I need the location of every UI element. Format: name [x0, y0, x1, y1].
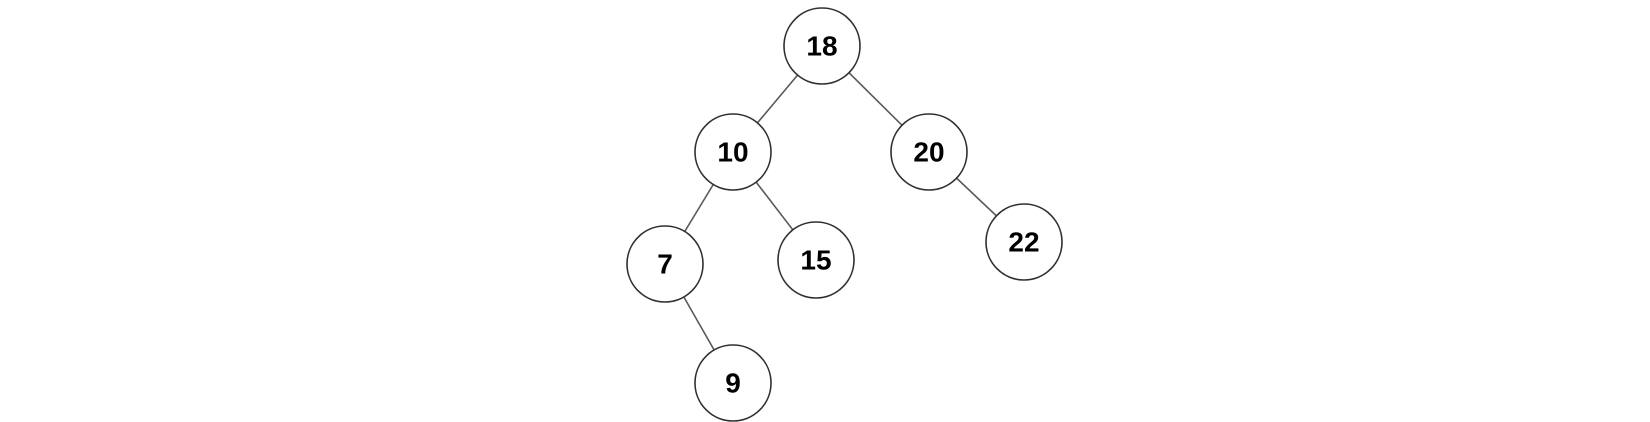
tree-node-label-18: 18 [806, 31, 837, 62]
tree-node-20: 20 [890, 113, 968, 191]
tree-node-label-10: 10 [717, 137, 748, 168]
tree-node-circle-20 [890, 113, 968, 191]
tree-node-circle-18 [783, 7, 861, 85]
tree-node-circle-10 [694, 113, 772, 191]
tree-node-label-7: 7 [657, 249, 673, 280]
tree-node-circle-15 [777, 221, 855, 299]
tree-node-label-20: 20 [913, 137, 944, 168]
tree-node-9: 9 [694, 344, 772, 422]
tree-node-label-22: 22 [1008, 227, 1039, 258]
tree-node-18: 18 [783, 7, 861, 85]
tree-node-10: 10 [694, 113, 772, 191]
tree-node-label-9: 9 [725, 368, 741, 399]
tree-node-15: 15 [777, 221, 855, 299]
tree-node-circle-22 [985, 203, 1063, 281]
tree-node-22: 22 [985, 203, 1063, 281]
tree-node-circle-9 [694, 344, 772, 422]
tree-node-circle-7 [626, 225, 704, 303]
tree-node-label-15: 15 [800, 245, 831, 276]
tree-node-7: 7 [626, 225, 704, 303]
